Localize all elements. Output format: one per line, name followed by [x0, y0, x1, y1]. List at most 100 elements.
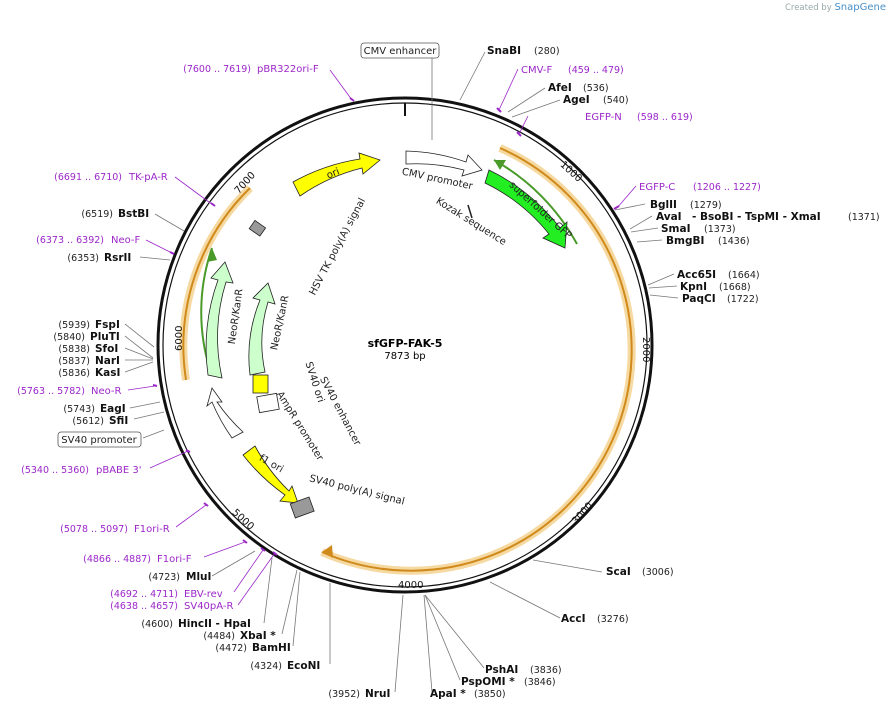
primer-ebv-rev: EBV-rev [184, 589, 223, 600]
neo-outer-arrow [205, 261, 234, 379]
enzyme-sfoi-pos: (5838) [58, 344, 90, 355]
primer-f1ori-f-range: (4866 .. 4887) [83, 554, 151, 565]
enzyme-bamhi: BamHI [252, 642, 291, 654]
tick-5000: 5000 [230, 507, 256, 532]
primer-cmv-f: CMV-F [521, 65, 552, 76]
feature-hsv-tk-polya: HSV TK poly(A) signal [308, 196, 369, 297]
snapgene-credit: Created by SnapGene [785, 2, 886, 13]
enzyme-agei-pos: (540) [603, 95, 629, 106]
primer-pbr322ori-f-range: (7600 .. 7619) [183, 64, 251, 75]
enzyme-sfii: SfiI [109, 415, 128, 427]
primer-ticks [152, 97, 620, 556]
primer-pbabe3: pBABE 3' [96, 465, 142, 476]
enzyme-hincii-pos: (4600) [141, 619, 173, 630]
primer-ebv-rev-range: (4692 .. 4711) [110, 589, 178, 600]
enzyme-scai-pos: (3006) [642, 567, 674, 578]
enzyme-nrui: NruI [365, 688, 390, 700]
enzyme-apai: ApaI * [430, 688, 466, 700]
tick-2000: 2000 [640, 337, 651, 362]
enzyme-smai: SmaI [661, 223, 691, 235]
enzyme-kasi: KasI [95, 367, 120, 379]
primer-pbabe3-range: (5340 .. 5360) [21, 465, 89, 476]
feature-neo-outer: NeoR/KanR [227, 288, 246, 345]
enzyme-sfoi: SfoI [95, 343, 118, 355]
enzyme-afei-pos: (536) [583, 83, 609, 94]
primer-sv40pa-r-range: (4638 .. 4657) [110, 601, 178, 612]
enzyme-bstbi: BstBI [118, 208, 149, 220]
enzyme-acci-pos: (3276) [597, 614, 629, 625]
enzyme-avai-pos: (1371) [848, 212, 880, 223]
enzyme-econi: EcoNI [287, 660, 320, 672]
primer-leaders [127, 68, 637, 606]
enzyme-eagi: EagI [100, 403, 126, 415]
primer-sv40pa-r: SV40pA-R [184, 601, 233, 612]
enzyme-mlui-pos: (4723) [148, 572, 180, 583]
sv40-enhancer-block [256, 392, 280, 414]
enzyme-srui-pos: (3952) [328, 689, 360, 700]
enzyme-paqci: PaqCI [682, 293, 716, 305]
enzyme-pluti: PluTI [90, 331, 120, 343]
enzyme-hincii: HincII - HpaI [178, 618, 251, 630]
plasmid-length: 7873 bp [384, 351, 425, 362]
feature-sv40-polya: SV40 poly(A) signal [308, 473, 405, 507]
enzyme-eagi-pos: (5743) [63, 404, 95, 415]
tick-4000: 4000 [398, 580, 423, 591]
enzyme-scai: ScaI [606, 566, 631, 578]
enzyme-fspi-pos: (5939) [58, 320, 90, 331]
enzyme-pluti-pos: (5840) [53, 332, 85, 343]
orf-arc-neo-line [182, 187, 251, 381]
enzyme-xbai-pos: (4484) [203, 631, 235, 642]
enzyme-bmgbi-pos: (1436) [718, 236, 750, 247]
backbone-outer-ring [156, 96, 654, 594]
sv40-promoter-label: SV40 promoter [61, 435, 137, 446]
sv40-promoter-leader [142, 429, 165, 439]
primer-neo-f: Neo-F [111, 235, 141, 246]
enzyme-pspomi: PspOMI * [461, 676, 515, 688]
ori-arrow [292, 152, 381, 197]
enzyme-rsrii: RsrII [104, 252, 131, 264]
orf-neo-green-head [207, 248, 217, 262]
superfolder-gfp-arrow [484, 169, 568, 249]
enzyme-acci: AccI [561, 613, 585, 625]
feature-ori: ori [325, 166, 341, 181]
enzyme-apai-pos: (3850) [474, 689, 506, 700]
primer-neo-r-range: (5763 .. 5782) [17, 386, 85, 397]
enzyme-fspi: FspI [95, 319, 120, 331]
enzyme-nari: NarI [95, 355, 120, 367]
enzyme-pspomi-pos: (3846) [524, 677, 556, 688]
enzyme-acc65i-pos: (1664) [728, 270, 760, 281]
orf-arc-arrowhead [322, 545, 333, 558]
feature-sv40-enhancer: SV40 enhancer [317, 375, 363, 448]
primer-egfp-n-range: (598 .. 619) [637, 112, 693, 123]
orf-arc-gfp-green [493, 159, 578, 245]
enzyme-agei: AgeI [563, 94, 590, 106]
enzyme-snabi: SnaBI [487, 45, 521, 57]
primer-neo-f-range: (6373 .. 6392) [36, 235, 104, 246]
primer-egfp-n: EGFP-N [585, 112, 622, 123]
enzyme-kpni: KpnI [680, 281, 707, 293]
enzyme-afei: AfeI [548, 82, 572, 94]
enzyme-kpni-pos: (1668) [719, 282, 751, 293]
plasmid-name: sfGFP-FAK-5 [368, 337, 443, 350]
f1-ori-arrow [242, 445, 299, 504]
credit-prefix: Created by [784, 3, 832, 13]
cmv-promoter-arrow [405, 150, 483, 177]
sv40-promoter-box [57, 431, 142, 448]
snapgene-logo: SnapGene [834, 2, 886, 13]
orf-arc-gfp-fak-line [321, 147, 633, 572]
primer-egfp-c: EGFP-C [639, 182, 675, 193]
hsv-tk-polya-block [248, 219, 267, 237]
primer-f1ori-f: F1ori-F [157, 554, 192, 565]
enzyme-snabi-pos: (280) [534, 46, 560, 57]
enzyme-pshai-pos: (3836) [530, 665, 562, 676]
feature-cmv-promoter: CMV promoter [401, 167, 475, 193]
tick-6000: 6000 [174, 326, 185, 351]
primer-cmv-f-range: (459 .. 479) [568, 65, 624, 76]
enzyme-paqci-pos: (1722) [727, 294, 759, 305]
enzyme-avai: AvaI [656, 211, 682, 223]
enzyme-pshai: PshAI [485, 664, 518, 676]
enzyme-xbai: XbaI * [240, 630, 276, 642]
enzyme-bglii-pos: (1279) [690, 200, 722, 211]
feature-kozak: Kozak sequence [434, 196, 508, 248]
sv40-ori-block [252, 374, 269, 394]
